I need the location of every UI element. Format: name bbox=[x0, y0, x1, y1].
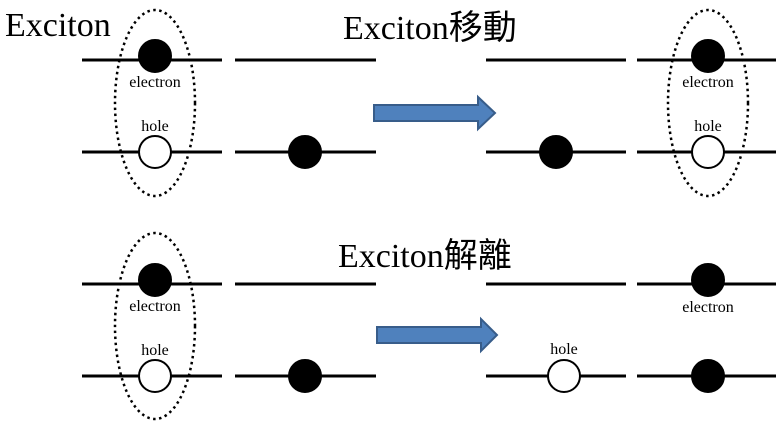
neighbor-particle-left bbox=[288, 135, 322, 169]
panel-title-transfer: Exciton移動 bbox=[343, 9, 517, 47]
panel-exciton-transfer: Exciton移動 electron hole electron hole bbox=[82, 8, 776, 198]
hole-right bbox=[547, 359, 581, 393]
hole-right bbox=[691, 135, 725, 169]
hole-left bbox=[138, 135, 172, 169]
electron-right bbox=[691, 39, 725, 73]
hole-label-left: hole bbox=[141, 118, 169, 135]
neighbor-particle-right bbox=[691, 359, 725, 393]
exciton-ellipse-left bbox=[113, 231, 197, 421]
exciton-label: Exciton bbox=[5, 7, 111, 44]
electron-right bbox=[691, 263, 725, 297]
hole-label-left: hole bbox=[141, 342, 169, 359]
panel-exciton-dissociation: Exciton解離 electron hole hole electron bbox=[82, 231, 776, 421]
exciton-ellipse-left bbox=[113, 8, 197, 198]
hole-label-right: hole bbox=[694, 118, 722, 135]
dissociation-arrow bbox=[376, 316, 499, 354]
neighbor-particle-left bbox=[288, 359, 322, 393]
panel-title-dissociation: Exciton解離 bbox=[338, 237, 512, 275]
hole-label-right: hole bbox=[550, 341, 578, 358]
electron-label-left: electron bbox=[129, 298, 181, 315]
transfer-arrow bbox=[373, 94, 497, 132]
electron-label-right: electron bbox=[682, 299, 734, 316]
hole-left bbox=[138, 359, 172, 393]
electron-left bbox=[138, 39, 172, 73]
electron-label-right: electron bbox=[682, 74, 734, 91]
electron-label-left: electron bbox=[129, 74, 181, 91]
neighbor-particle-right bbox=[539, 135, 573, 169]
exciton-ellipse-right bbox=[666, 8, 750, 198]
electron-left bbox=[138, 263, 172, 297]
